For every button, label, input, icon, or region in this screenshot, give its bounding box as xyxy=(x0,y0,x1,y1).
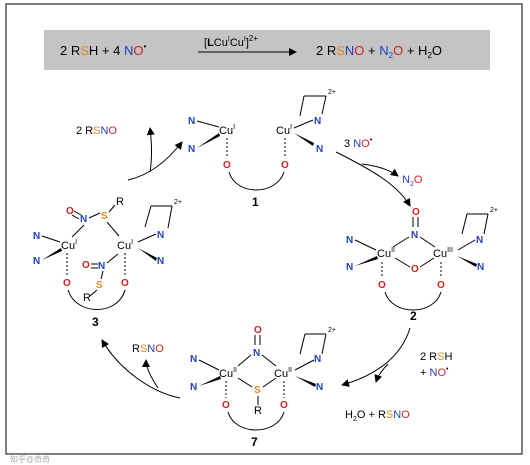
compound-3-o-b: O xyxy=(121,278,129,289)
compound-3-n3: N xyxy=(157,230,164,241)
compound-2-n1: N xyxy=(346,235,353,246)
arrow-2-to-7 xyxy=(341,327,411,387)
overall-reaction-banner: 2 RSH + 4 NO• [LCuICuI]2+ 2 RSNO + N2O +… xyxy=(44,30,490,70)
compound-1-n3: N xyxy=(314,116,321,127)
overall-reactants: 2 RSH + 4 NO• xyxy=(60,42,146,58)
arrow-1-to-2-product-branch xyxy=(361,163,399,177)
compound-2-cu-a: CuII xyxy=(377,247,395,260)
compound-2-linker xyxy=(384,291,442,311)
compound-2-n2: N xyxy=(346,262,353,273)
compound-7-n2: N xyxy=(190,382,197,393)
overall-products: 2 RSNO + N2O + H2O xyxy=(316,43,442,60)
compound-1-charge: 2+ xyxy=(328,89,336,96)
compound-7-o-a: O xyxy=(222,400,230,411)
compound-7-r: R xyxy=(254,405,262,417)
compound-7-cu-b: CuII xyxy=(274,367,292,380)
compound-7-linker xyxy=(227,411,285,431)
compound-1-n4: N xyxy=(316,144,323,155)
watermark: 知乎@奇奇 xyxy=(10,454,50,464)
compound-2-number: 2 xyxy=(410,309,417,323)
compound-7-n1: N xyxy=(190,354,197,365)
compound-7-s-bridge: S xyxy=(254,385,261,396)
compound-3-r-mid: R xyxy=(83,292,91,304)
compound-2-o-b: O xyxy=(437,280,445,291)
compound-7-o-b: O xyxy=(280,400,288,411)
diagram-frame xyxy=(5,3,523,455)
compound-2-n4: N xyxy=(477,262,484,273)
compound-7-number: 7 xyxy=(251,435,258,449)
compound-3-o-top: O xyxy=(66,206,74,217)
compound-3-charge: 2+ xyxy=(174,199,182,206)
compound-1-n1: N xyxy=(188,116,195,127)
step-1-to-2-reagent: 3 NO• xyxy=(344,137,373,150)
compound-7-cu-a: CuII xyxy=(219,367,237,380)
compound-1-o-b: O xyxy=(281,160,289,171)
compound-3-s-mid: S xyxy=(96,280,103,291)
compound-3-n1: N xyxy=(33,231,40,242)
catalyst-label: [LCuICuI]2+ xyxy=(204,34,258,49)
compound-7-n4: N xyxy=(316,382,323,393)
step-7-to-3-product: RSNO xyxy=(132,343,164,355)
compound-7-n3: N xyxy=(314,354,321,365)
step-2-to-7-reagent-line1: 2 RSH xyxy=(420,351,452,363)
compound-7: O N N N CuII S R CuII N N 2+ O O 7 xyxy=(190,325,336,449)
step-3-to-1-product: 2 RSNO xyxy=(76,125,117,137)
compound-1-cu-b: CuI xyxy=(276,124,292,137)
compound-3-n2: N xyxy=(33,256,40,267)
compound-3-number: 3 xyxy=(92,315,99,329)
compound-3-linker xyxy=(67,289,126,310)
arrow-1-to-2 xyxy=(335,151,411,207)
compound-1-cu-a: CuI xyxy=(219,124,235,137)
compound-1-linker xyxy=(228,171,285,191)
compound-2-cu-b: CuIII xyxy=(433,247,453,260)
step-2-to-7-reagent-line2: + NO• xyxy=(420,366,449,379)
arrow-3-to-1 xyxy=(127,141,183,181)
compound-3-cu-a: CuI xyxy=(61,239,77,252)
arrow-3-to-1-product-branch xyxy=(146,127,155,173)
compound-1-number: 1 xyxy=(252,195,259,209)
compound-3: O N S R N N CuI CuI N N 2+ O N S R O xyxy=(33,196,182,329)
compound-3-n4: N xyxy=(157,256,164,267)
arrow-2-to-7-product-branch xyxy=(374,363,389,383)
compound-2-n3: N xyxy=(476,235,483,246)
compound-3-n-top: N xyxy=(80,214,87,225)
arrow-7-to-3 xyxy=(101,339,181,399)
compound-2-o-a: O xyxy=(378,280,386,291)
step-1-to-2-product: N2O xyxy=(402,174,423,188)
compound-2-o-bridge: O xyxy=(411,264,419,275)
compound-1-o-a: O xyxy=(223,160,231,171)
compound-3-o-mid: O xyxy=(82,260,90,271)
compound-7-charge: 2+ xyxy=(328,327,336,334)
arrow-7-to-3-product-branch xyxy=(142,359,159,389)
compound-7-o-top: O xyxy=(254,325,262,336)
compound-2-charge: 2+ xyxy=(490,207,498,214)
compound-1: N N CuI O CuI N N 2+ O 1 xyxy=(188,89,336,209)
compound-1-n2: N xyxy=(188,144,195,155)
compound-7-n-bridge: N xyxy=(253,348,260,359)
compound-3-n-mid: N xyxy=(98,261,105,272)
banner-background xyxy=(44,30,490,70)
compound-3-cu-b: CuI xyxy=(117,239,133,252)
compound-2: O N N N CuII O CuIII N N 2+ O O 2 xyxy=(346,207,498,323)
compound-3-o-a: O xyxy=(63,278,71,289)
compound-3-s-top: S xyxy=(101,211,108,222)
compound-3-r-top: R xyxy=(116,196,124,208)
compound-2-n-bridge: N xyxy=(411,230,418,241)
compound-2-o-top: O xyxy=(412,207,420,218)
step-2-to-7-product: H2O + RSNO xyxy=(345,409,410,423)
